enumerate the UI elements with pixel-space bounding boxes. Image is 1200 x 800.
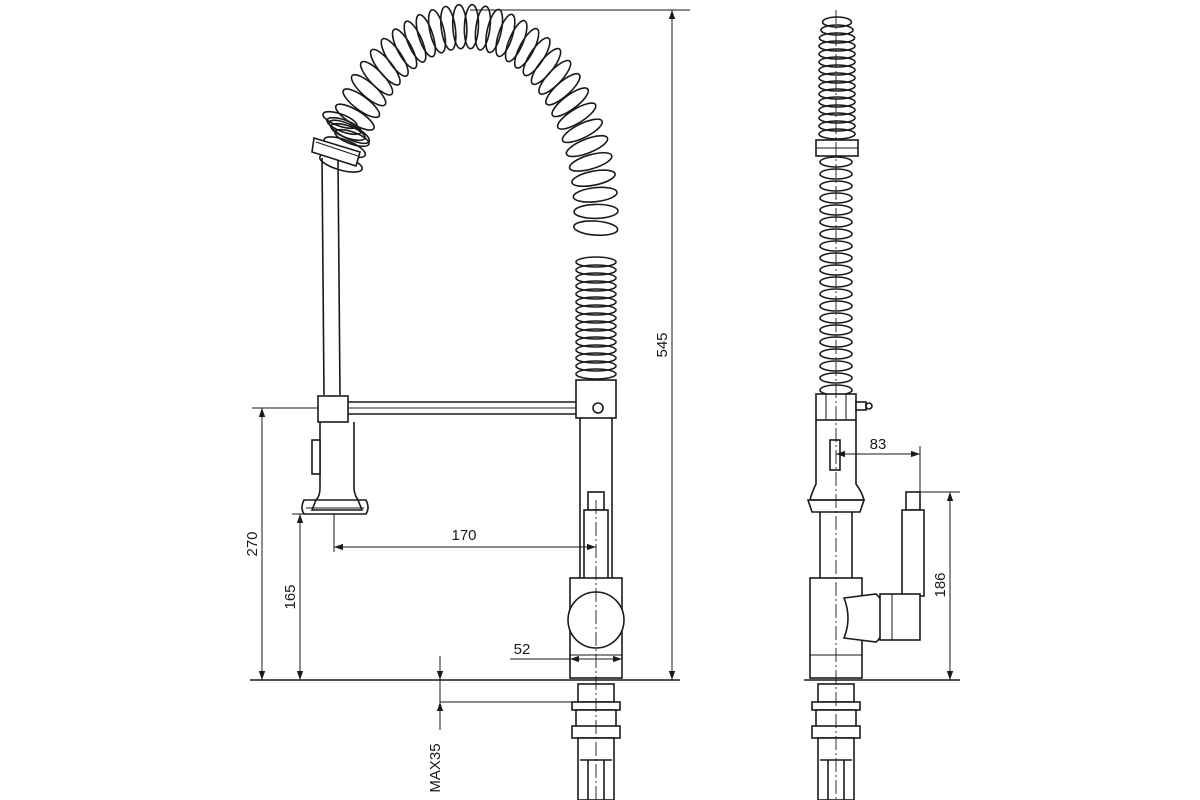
spring-coil-loop (380, 37, 409, 77)
side-spring-coil (818, 16, 856, 396)
spring-coil-loop (575, 304, 617, 316)
spring-coil-loop (391, 28, 418, 70)
dim-handle-height: 270 (244, 531, 261, 556)
spring-coil-loop (575, 336, 617, 348)
spring-coil-loop (561, 118, 604, 144)
spring-coil-loop (504, 19, 528, 63)
spring-coil-loop (463, 3, 480, 50)
spring-coil-loop (818, 40, 856, 52)
main-column (575, 379, 617, 578)
spring-coil-loop (439, 5, 457, 51)
spring-coil-loop (818, 128, 856, 140)
holder-arm (317, 395, 578, 423)
side-view (804, 10, 960, 800)
spring-coil-loop (818, 104, 856, 116)
front-spring-lower (322, 110, 617, 380)
spring-coil-loop (568, 151, 613, 172)
spring-coil-loop (575, 328, 617, 340)
spray-collar (311, 136, 361, 168)
side-lever (879, 491, 925, 641)
spring-coil-loop (485, 8, 504, 54)
spring-coil-loop (545, 72, 581, 106)
front-spring-coil (318, 3, 619, 237)
spring-coil-loop (571, 169, 616, 188)
spray-head (301, 422, 369, 515)
spring-coil-loop (818, 88, 856, 100)
spring-coil-loop (818, 48, 856, 60)
dim-reach: 170 (451, 527, 476, 544)
side-column (819, 512, 853, 578)
spring-coil-loop (575, 344, 617, 356)
spring-coil-loop (821, 16, 853, 28)
spring-coil-loop (818, 64, 856, 76)
side-holder (815, 393, 873, 421)
spring-coil-loop (818, 72, 856, 84)
spring-coil-loop (415, 13, 437, 58)
spring-coil-loop (474, 5, 492, 51)
spring-coil-loop (575, 272, 617, 284)
spring-coil-loop (575, 256, 617, 268)
spring-coil-loop (575, 360, 617, 372)
spring-coil-loop (575, 280, 617, 292)
spring-coil-loop (575, 264, 617, 276)
spring-coil-loop (451, 3, 468, 50)
spring-coil-loop (818, 96, 856, 108)
spring-coil-loop (820, 24, 854, 36)
spring-coil-loop (403, 20, 427, 63)
front-dimensions: 545 270 165 170 52 MAX35 (244, 9, 690, 793)
dim-lever-height: 186 (932, 572, 949, 597)
spring-coil-loop (575, 368, 617, 380)
spring-coil-loop (551, 87, 590, 118)
spring-coil-loop (572, 220, 619, 237)
spring-coil-loop (575, 320, 617, 332)
spring-coil-loop (427, 8, 447, 54)
spring-coil-loop (565, 134, 609, 158)
spring-coil-loop (575, 296, 617, 308)
spray-pipe (321, 157, 341, 396)
spring-coil-loop (334, 128, 370, 148)
dim-side-depth: 83 (870, 436, 887, 453)
front-view (250, 3, 680, 800)
spring-coil-loop (573, 203, 619, 220)
spring-coil-loop (818, 80, 856, 92)
spring-coil-loop (556, 102, 597, 130)
spring-coil-loop (818, 112, 856, 124)
spring-coil-loop (575, 352, 617, 364)
dim-body-width: 52 (514, 641, 531, 658)
dim-deck-max: MAX35 (427, 743, 444, 792)
dim-total-height: 545 (654, 332, 671, 357)
spring-coil-loop (818, 120, 856, 132)
spring-coil-loop (495, 13, 516, 58)
side-valve-body (809, 577, 885, 679)
spring-coil-loop (513, 27, 540, 69)
side-spray-collar (815, 139, 859, 157)
spring-coil-loop (818, 56, 856, 68)
side-spray-head (806, 420, 866, 513)
dim-spray-clearance: 165 (282, 584, 299, 609)
spring-coil-loop (572, 186, 618, 203)
spring-coil-loop (575, 312, 617, 324)
side-dimensions: 83 186 (836, 436, 960, 680)
spring-coil-loop (575, 288, 617, 300)
spring-coil-loop (818, 32, 856, 44)
